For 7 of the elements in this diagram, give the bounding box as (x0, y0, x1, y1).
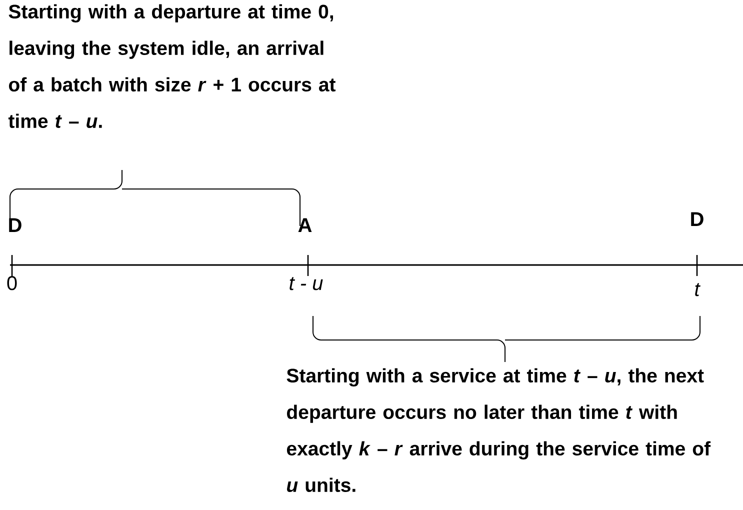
tick-label: t (695, 283, 700, 296)
tick-label: t - u (290, 277, 323, 290)
event-label: D (691, 212, 704, 226)
tick-label: 0 (7, 276, 17, 290)
description-text: Starting with a service at time t – u, the next departure occurs no later than time t with exactly k – r arrive during the service time of u units. (286, 368, 711, 492)
description-text: Starting with a departure at time 0, leaving the system idle, an arrival of a batch with size r + 1 occurs at time t – u. (8, 4, 336, 128)
event-label: A (298, 218, 312, 232)
